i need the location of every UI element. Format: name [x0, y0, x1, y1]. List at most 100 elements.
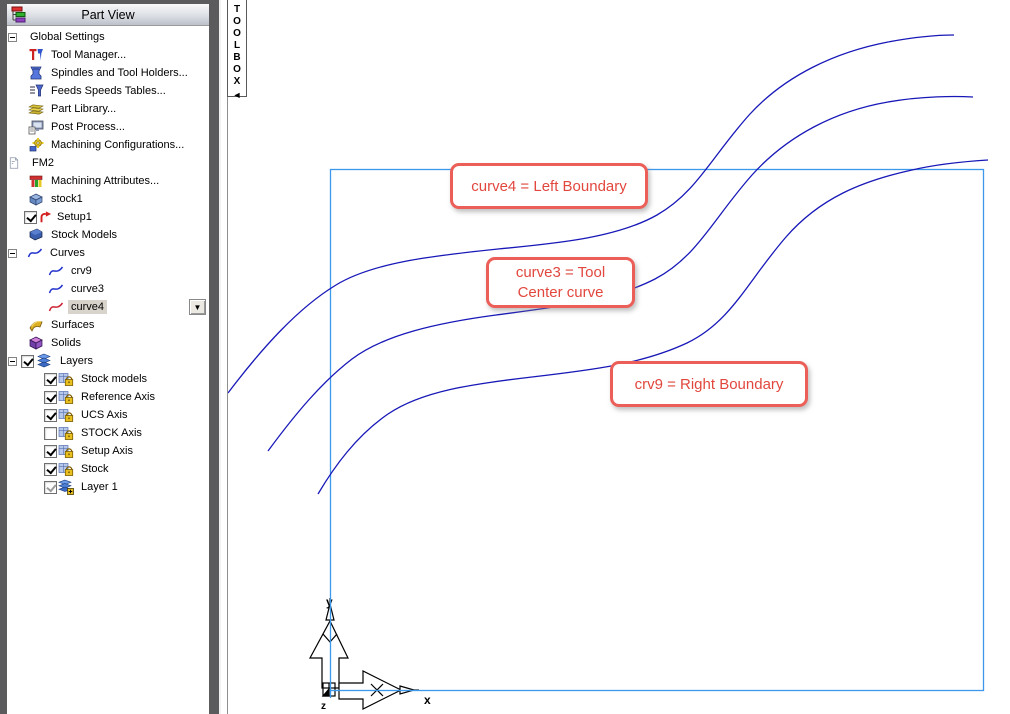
layers-collapse-icon[interactable]	[8, 356, 17, 366]
tree-item-label: Setup1	[57, 211, 92, 223]
tree-item-label: Surfaces	[51, 319, 95, 331]
post-process-icon	[28, 120, 44, 135]
tree-item-label: Tool Manager...	[51, 49, 127, 61]
tree-item-label: Part Library...	[51, 103, 117, 115]
tree-item-curve4[interactable]: curve4 ▼	[7, 298, 209, 316]
annotation-text: crv9 = Right Boundary	[634, 375, 784, 393]
tree-item-layer-stock-axis[interactable]: STOCK Axis	[7, 424, 209, 442]
tree-item-label: Global Settings	[30, 31, 105, 43]
tree-item-fm2[interactable]: FM2	[7, 154, 209, 172]
tree-item-layer-ucs-axis[interactable]: UCS Axis	[7, 406, 209, 424]
stock-boundary-rect[interactable]	[329, 168, 985, 692]
layers-checkbox[interactable]	[21, 354, 34, 368]
crv9-curve-icon	[48, 266, 64, 276]
locked-layer-icon	[58, 391, 74, 404]
setup1-icon	[40, 211, 52, 223]
tree-item-machining-attributes[interactable]: Machining Attributes...	[7, 172, 209, 190]
curve4-path[interactable]	[227, 34, 955, 394]
tree-item-feeds-speeds[interactable]: Feeds Speeds Tables...	[7, 82, 209, 100]
locked-layer-icon	[58, 373, 74, 386]
panel-splitter[interactable]	[209, 0, 221, 714]
tree-item-label: Machining Configurations...	[51, 139, 185, 151]
crv9-path[interactable]	[317, 159, 989, 495]
machining-attributes-icon	[29, 175, 43, 187]
annotation-curve3-tool-center: curve3 = Tool Center curve	[486, 257, 635, 308]
tree-item-label: crv9	[71, 265, 92, 277]
tree-item-part-library[interactable]: Part Library...	[7, 100, 209, 118]
part-view-icon	[11, 6, 26, 23]
tool-manager-icon	[29, 49, 43, 61]
tree-item-layer-setup-axis[interactable]: Setup Axis	[7, 442, 209, 460]
tree-item-stock1[interactable]: stock1	[7, 190, 209, 208]
stock1-icon	[29, 193, 43, 206]
tree-item-label: Stock Models	[51, 229, 118, 241]
layer-1-checkbox[interactable]	[44, 480, 57, 494]
ucs-axis-indicator	[308, 598, 419, 710]
tree-item-label: Stock models	[81, 373, 148, 385]
part-view-tree: Global Settings Tool Manager... Spindles…	[7, 26, 209, 496]
tree-item-label: Curves	[50, 247, 85, 259]
tree-item-label: Spindles and Tool Holders...	[51, 67, 188, 79]
y-axis-arrow	[308, 619, 349, 689]
tree-item-label: Setup Axis	[81, 445, 133, 457]
tree-item-label: stock1	[51, 193, 83, 205]
global-settings-collapse-icon[interactable]	[8, 32, 17, 42]
tree-item-label: curve3	[71, 283, 105, 295]
locked-layer-icon	[58, 427, 74, 440]
tree-item-machining-configurations[interactable]: Machining Configurations...	[7, 136, 209, 154]
layer-setup-axis-checkbox[interactable]	[44, 444, 57, 458]
tree-item-crv9[interactable]: crv9	[7, 262, 209, 280]
panel-titlebar: Part View	[7, 4, 209, 26]
tree-item-setup1[interactable]: Setup1	[7, 208, 209, 226]
tree-item-label: curve4	[68, 300, 108, 314]
tree-item-spindles[interactable]: Spindles and Tool Holders...	[7, 64, 209, 82]
tree-item-label: Stock	[81, 463, 109, 475]
x-axis-label: x	[424, 693, 431, 707]
tree-item-layer-stock-models[interactable]: Stock models	[7, 370, 209, 388]
layer-stock-axis-checkbox[interactable]	[44, 426, 57, 440]
layer-stock-models-checkbox[interactable]	[44, 372, 57, 386]
toolbox-collapse-icon[interactable]: ◄	[232, 90, 242, 100]
fm2-document-icon	[9, 157, 19, 169]
feeds-speeds-icon	[30, 84, 44, 97]
tree-item-curves[interactable]: Curves	[7, 244, 209, 262]
setup1-checkbox[interactable]	[24, 210, 37, 224]
toolbox-tab[interactable]: TOOLBOX ◄	[227, 0, 247, 100]
tree-item-label: UCS Axis	[81, 409, 128, 421]
tree-item-label: Layer 1	[81, 481, 118, 493]
tree-item-layer-stock[interactable]: Stock	[7, 460, 209, 478]
tree-item-post-process[interactable]: Post Process...	[7, 118, 209, 136]
layer-1-icon	[58, 479, 74, 495]
tree-item-surfaces[interactable]: Surfaces	[7, 316, 209, 334]
tree-item-stock-models[interactable]: Stock Models	[7, 226, 209, 244]
curves-collapse-icon[interactable]	[8, 248, 17, 258]
viewport-left-border	[227, 0, 228, 714]
curve3-path[interactable]	[267, 95, 974, 452]
curves-icon	[27, 248, 43, 258]
layer-reference-axis-checkbox[interactable]	[44, 390, 57, 404]
curve4-curve-icon	[48, 302, 64, 312]
toolbox-tab-label: TOOLBOX	[231, 4, 243, 88]
layer-stock-checkbox[interactable]	[44, 462, 57, 476]
tree-item-tool-manager[interactable]: Tool Manager...	[7, 46, 209, 64]
tree-item-label: Reference Axis	[81, 391, 155, 403]
tree-item-layer-reference-axis[interactable]: Reference Axis	[7, 388, 209, 406]
stock-models-icon	[29, 228, 43, 241]
curve4-dropdown-button[interactable]: ▼	[189, 299, 206, 315]
part-view-panel: Part View Global Settings Tool Manager..…	[0, 0, 209, 714]
tree-item-layer-1[interactable]: Layer 1	[7, 478, 209, 496]
tree-item-global-settings[interactable]: Global Settings	[7, 28, 209, 46]
tree-item-layers[interactable]: Layers	[7, 352, 209, 370]
part-library-icon	[28, 104, 44, 115]
locked-layer-icon	[58, 445, 74, 458]
tree-item-curve3[interactable]: curve3	[7, 280, 209, 298]
spindle-icon	[30, 66, 42, 80]
annotation-text: curve3 = Tool Center curve	[515, 263, 606, 301]
annotation-curve4-left-boundary: curve4 = Left Boundary	[450, 163, 648, 209]
tree-item-label: Feeds Speeds Tables...	[51, 85, 166, 97]
tree-item-label: Layers	[60, 355, 94, 367]
layer-ucs-axis-checkbox[interactable]	[44, 408, 57, 422]
curve3-curve-icon	[48, 284, 64, 294]
tree-item-solids[interactable]: Solids	[7, 334, 209, 352]
